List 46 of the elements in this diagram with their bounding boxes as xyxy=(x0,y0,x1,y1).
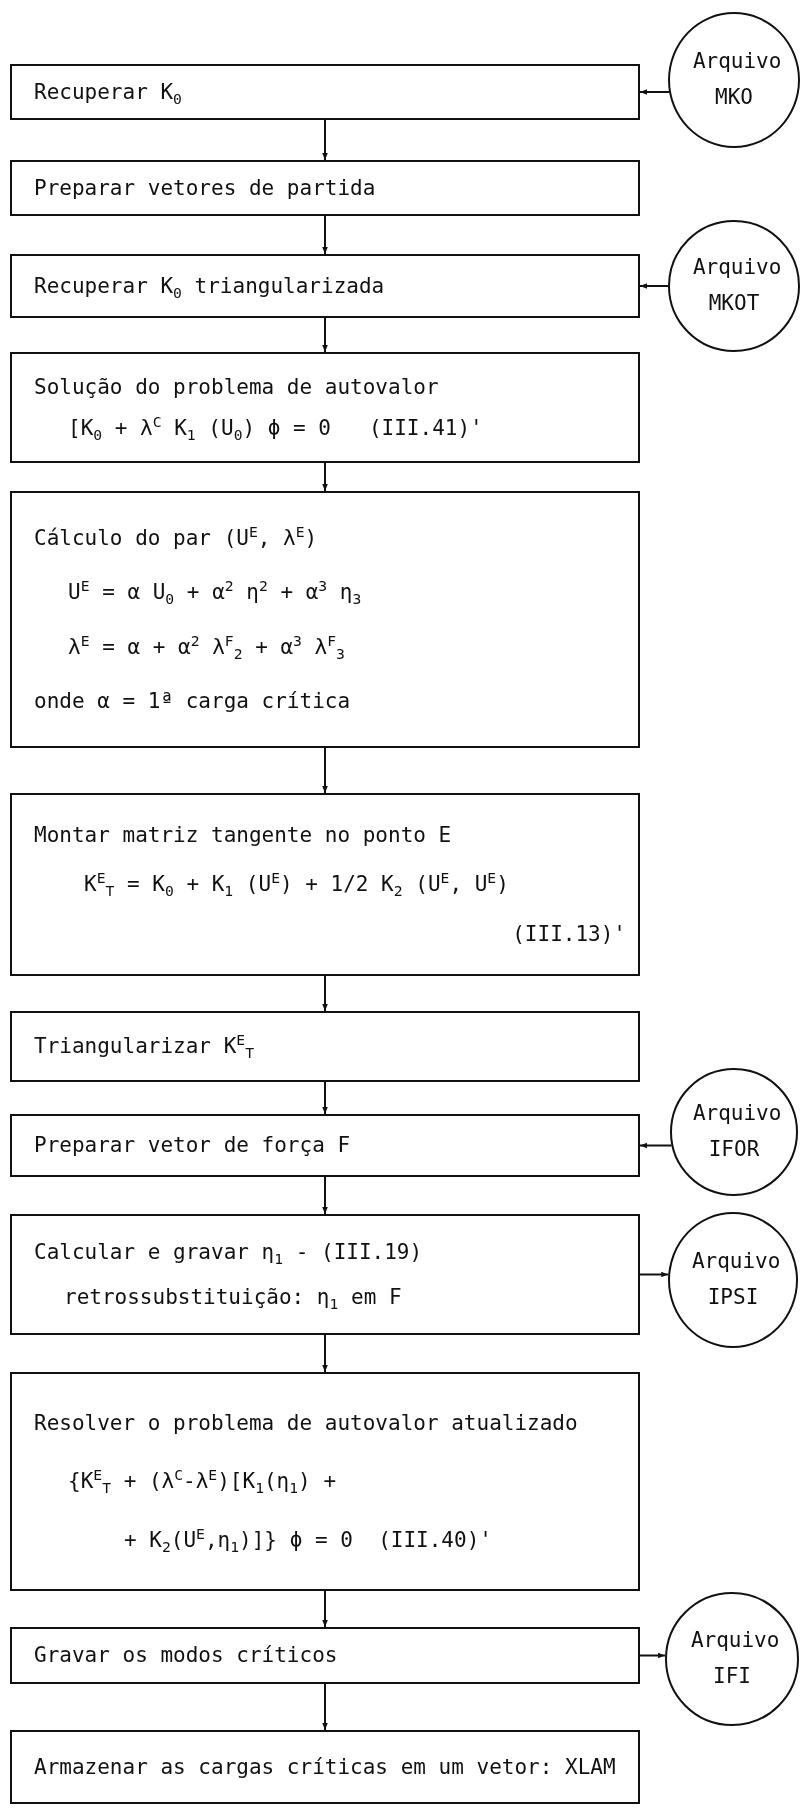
formula-text: (III.13)' xyxy=(511,920,626,947)
step-text: Preparar vetores de partida xyxy=(34,174,377,202)
arrow xyxy=(322,119,328,161)
step-text: Gravar os modos críticos xyxy=(34,1642,339,1669)
arrow xyxy=(322,462,328,492)
step-text: Resolver o problema de autovalor atualizado xyxy=(34,1410,579,1437)
step-text: Cálculo do par (U$^{E}$, λ$^{E}$) xyxy=(34,525,319,552)
process-box xyxy=(10,1214,640,1335)
process-box xyxy=(10,491,640,748)
arrow xyxy=(322,317,328,353)
arrow xyxy=(639,1652,667,1659)
step-text: Montar matriz tangente no ponto E xyxy=(34,822,453,849)
step-text: Calcular e gravar η$_{1}$ - (III.19) xyxy=(34,1238,424,1266)
step-text: Armazenar as cargas críticas em um vetor: XLAM xyxy=(34,1753,617,1781)
step-text: Preparar vetor de força F xyxy=(34,1132,352,1159)
arrow xyxy=(639,1271,670,1278)
arrow xyxy=(322,975,328,1012)
process-box xyxy=(10,64,640,120)
step-text: Recuperar K$_{0}$ xyxy=(34,78,183,106)
formula-text: retrossubstituição: η$_{1}$ em F xyxy=(63,1283,403,1311)
process-box xyxy=(10,1372,640,1591)
process-box xyxy=(10,1730,640,1804)
process-box xyxy=(10,254,640,318)
formula-text: [K$_{0}$ + λ$^{C}$ K$_{1}$ (U$_{0}$) ϕ = 0 (III.41)' xyxy=(67,415,484,442)
formula-text: + K$_{2}$(U$^{E}$,η$_{1}$)]} ϕ = 0 (III.40)' xyxy=(123,1526,493,1553)
arrow xyxy=(322,1590,328,1628)
arrow xyxy=(639,1142,673,1149)
process-box xyxy=(10,793,640,976)
formula-text: onde α = 1ª carga crítica xyxy=(34,687,352,714)
process-box xyxy=(10,352,640,463)
arrow xyxy=(322,1081,328,1115)
process-box xyxy=(10,1627,640,1684)
process-box xyxy=(10,160,640,216)
arrow xyxy=(322,1176,328,1215)
process-box xyxy=(10,1114,640,1177)
arrow xyxy=(322,1334,328,1373)
step-text: Recuperar K$_{0}$ triangularizada xyxy=(34,272,386,300)
process-box xyxy=(10,1011,640,1082)
formula-text: K$^{E}$$_{T}$ = K$_{0}$ + K$_{1}$ (U$^{E}$) + 1/2 K$_{2}$ (U$^{E}$, U$^{E}$) xyxy=(83,871,510,898)
step-text: Solução do problema de autovalor xyxy=(34,373,440,400)
arrow xyxy=(639,283,669,289)
formula-text: {K$^{E}$$_{T}$ + (λ$^{C}$-λ$^{E}$)[K$_{1}$(η$_{1}$) + xyxy=(67,1468,338,1495)
formula-text: U$^{E}$ = α U$_{0}$ + α$^{2}$ η$^{2}$ + α$^{3}$ η$_{3}$ xyxy=(67,579,363,606)
arrow xyxy=(322,215,328,255)
arrow xyxy=(322,1683,328,1731)
arrow xyxy=(322,747,328,794)
